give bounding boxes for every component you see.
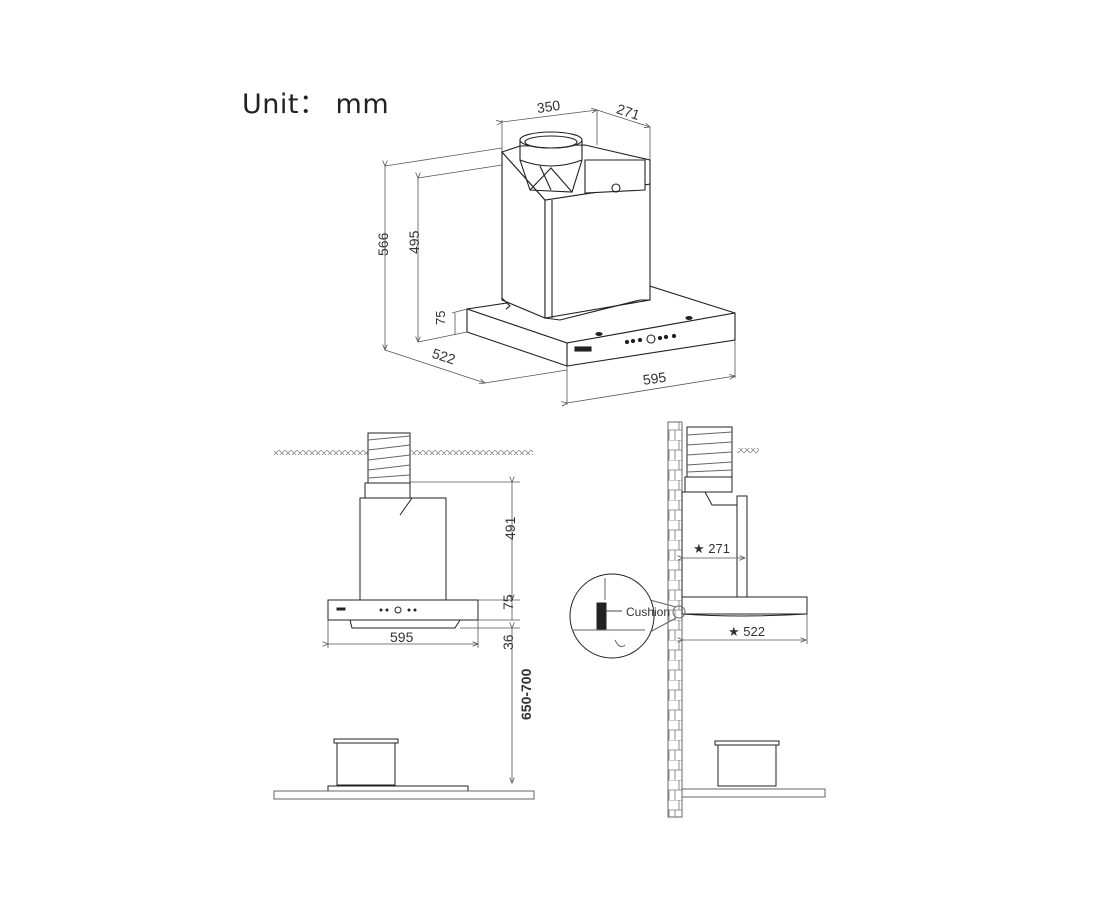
side-view <box>569 421 826 818</box>
unit-label: Unit： mm <box>242 89 390 120</box>
side-view-dimension-lines <box>683 558 808 644</box>
side-view-labels: ★ 271 ★ 522 Cushion <box>626 541 765 639</box>
dim-350: 350 <box>536 97 562 116</box>
dim-271-side: ★ 271 <box>693 541 730 556</box>
dim-75: 75 <box>433 311 448 325</box>
brick-wall <box>667 421 683 818</box>
front-view-dimension-labels: 491 75 595 36 650-700 <box>390 516 534 720</box>
dim-595: 595 <box>642 369 668 388</box>
dim-650-700: 650-700 <box>518 668 534 720</box>
dim-522-side: ★ 522 <box>728 624 765 639</box>
cushion-label: Cushion <box>626 605 670 619</box>
dim-495: 495 <box>406 230 422 254</box>
dim-566: 566 <box>375 232 391 256</box>
dim-36: 36 <box>500 634 516 650</box>
dim-522: 522 <box>430 345 457 368</box>
dim-595-front: 595 <box>390 629 414 645</box>
dim-491: 491 <box>502 516 518 540</box>
dim-75-front: 75 <box>500 594 516 610</box>
front-view <box>273 432 535 800</box>
iso-dimension-labels: 350 271 566 495 75 522 595 <box>375 97 667 388</box>
front-view-dimension-lines <box>328 482 520 783</box>
iso-dimension-lines <box>385 110 735 405</box>
cushion-detail-circle <box>569 573 655 659</box>
dim-271: 271 <box>615 101 642 124</box>
isometric-view <box>466 131 736 367</box>
